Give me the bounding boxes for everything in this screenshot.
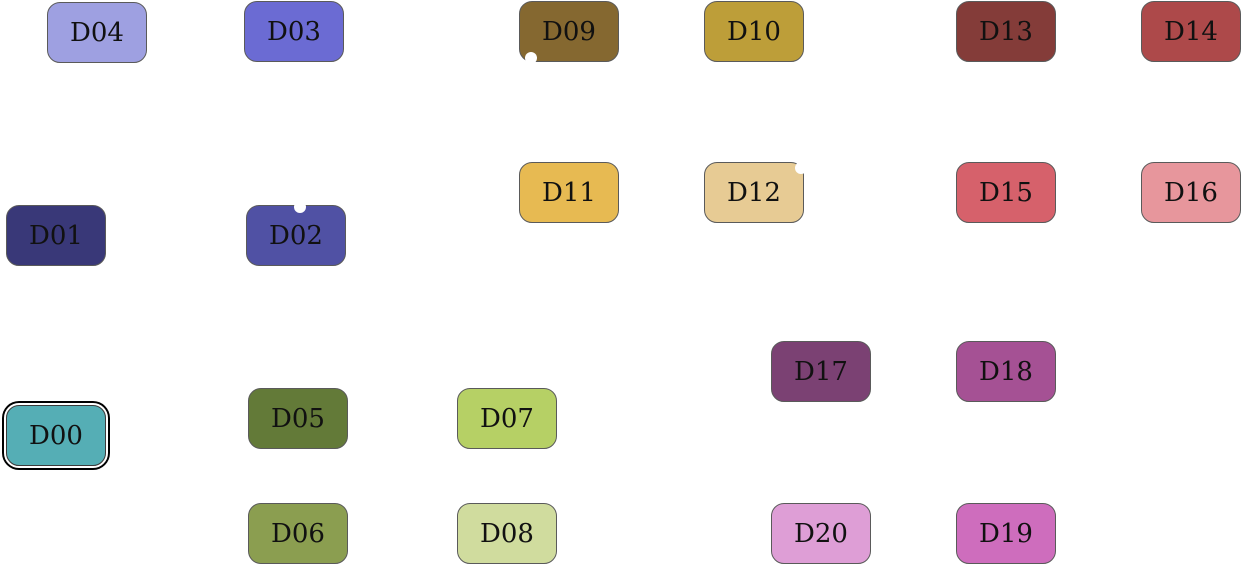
- node-d06[interactable]: D06: [248, 503, 348, 564]
- node-d19-label: D19: [979, 518, 1033, 549]
- node-d09-notch: [525, 52, 537, 64]
- node-d11[interactable]: D11: [519, 162, 619, 223]
- node-d16[interactable]: D16: [1141, 162, 1241, 223]
- node-d16-label: D16: [1164, 177, 1218, 208]
- node-d04-label: D04: [70, 17, 124, 48]
- node-d15-label: D15: [979, 177, 1033, 208]
- node-d18[interactable]: D18: [956, 341, 1056, 402]
- node-d01-label: D01: [29, 220, 83, 251]
- node-d03-label: D03: [267, 16, 321, 47]
- node-d09-label: D09: [542, 16, 596, 47]
- node-d13-label: D13: [979, 16, 1033, 47]
- node-d15[interactable]: D15: [956, 162, 1056, 223]
- node-d08-label: D08: [480, 518, 534, 549]
- node-d20-label: D20: [794, 518, 848, 549]
- node-d07-label: D07: [480, 403, 534, 434]
- node-d05[interactable]: D05: [248, 388, 348, 449]
- node-d13[interactable]: D13: [956, 1, 1056, 62]
- node-d11-label: D11: [542, 177, 596, 208]
- node-d05-label: D05: [271, 403, 325, 434]
- node-d19[interactable]: D19: [956, 503, 1056, 564]
- node-d12-label: D12: [727, 177, 781, 208]
- node-d01[interactable]: D01: [6, 205, 106, 266]
- node-d00-label: D00: [29, 420, 83, 451]
- node-d02-label: D02: [269, 220, 323, 251]
- node-d14-label: D14: [1164, 16, 1218, 47]
- node-d14[interactable]: D14: [1141, 1, 1241, 62]
- node-d08[interactable]: D08: [457, 503, 557, 564]
- node-d10-label: D10: [727, 16, 781, 47]
- node-d12-notch: [795, 162, 807, 174]
- node-d07[interactable]: D07: [457, 388, 557, 449]
- node-d02-notch: [294, 201, 306, 213]
- node-d17[interactable]: D17: [771, 341, 871, 402]
- node-d04[interactable]: D04: [47, 2, 147, 63]
- node-d12[interactable]: D12: [704, 162, 807, 223]
- node-d18-label: D18: [979, 356, 1033, 387]
- node-d00[interactable]: D00: [4, 403, 108, 468]
- node-d17-label: D17: [794, 356, 848, 387]
- node-d02[interactable]: D02: [246, 201, 346, 266]
- node-d10[interactable]: D10: [704, 1, 804, 62]
- node-d09[interactable]: D09: [519, 1, 619, 64]
- node-d03[interactable]: D03: [244, 1, 344, 62]
- node-d20[interactable]: D20: [771, 503, 871, 564]
- node-d06-label: D06: [271, 518, 325, 549]
